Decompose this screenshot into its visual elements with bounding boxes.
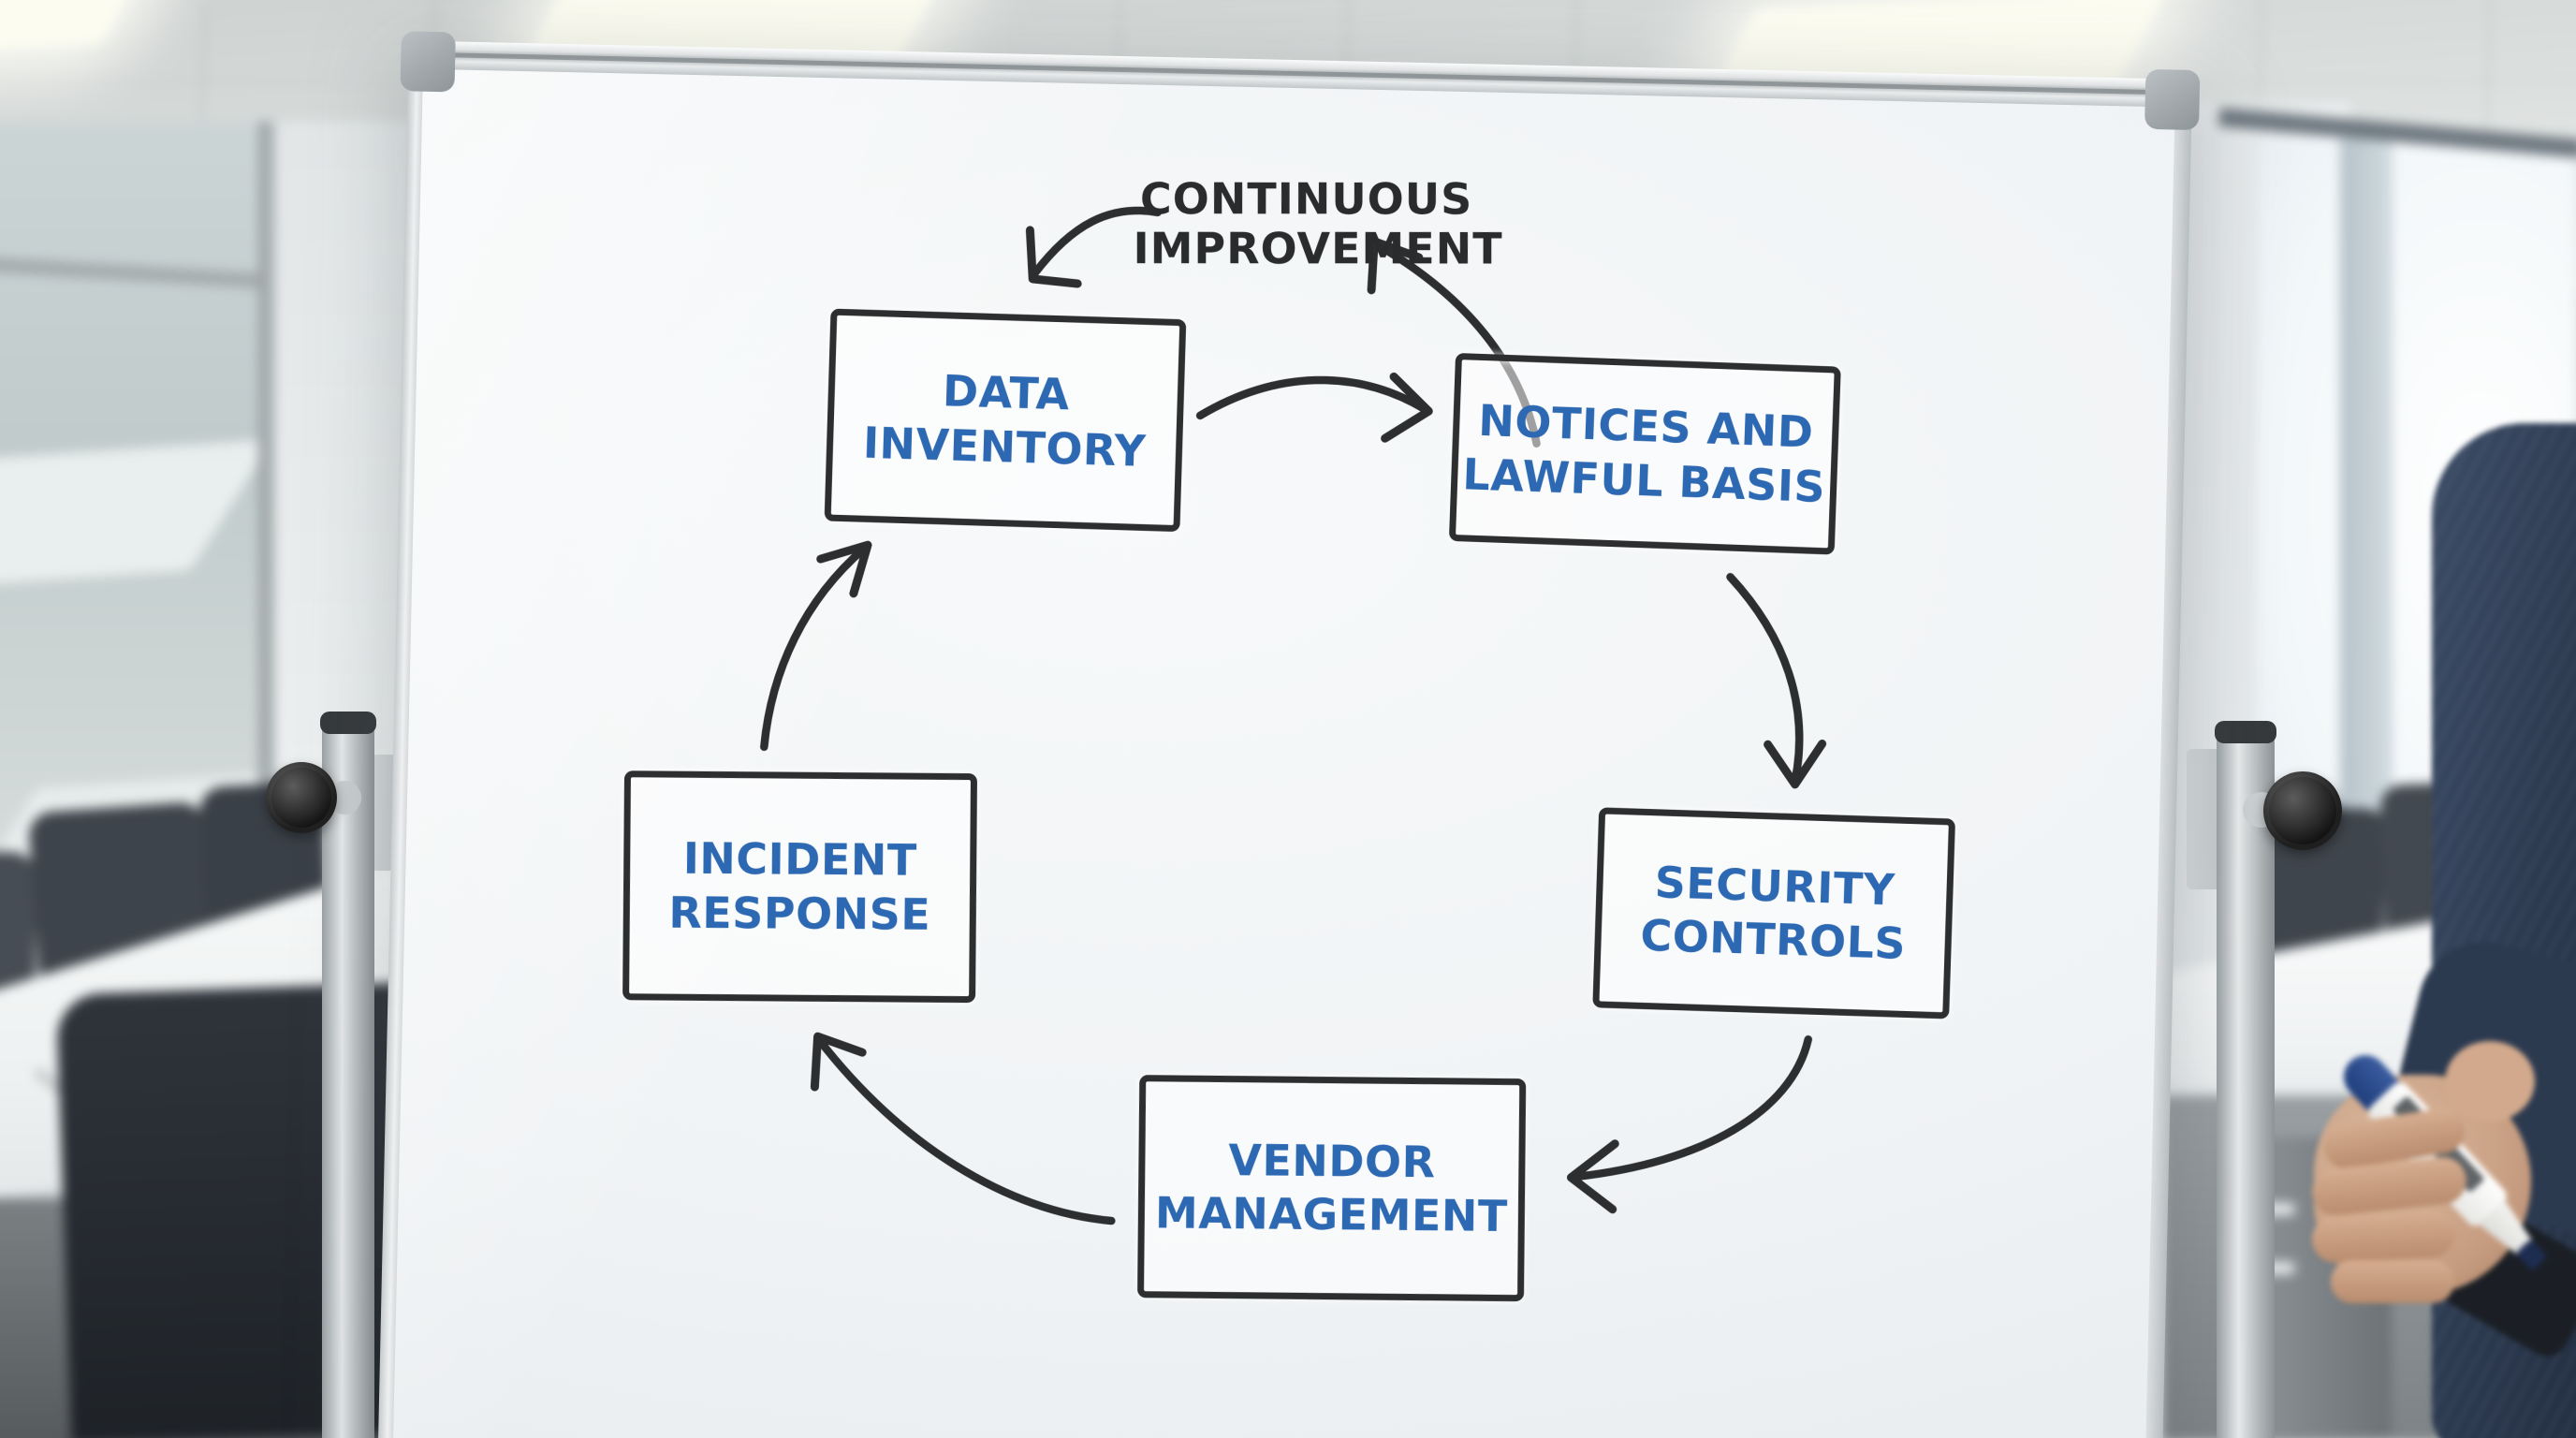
arrowhead	[1025, 226, 1082, 288]
node-notices-lawful-basis: NOTICES AND LAWFUL BASIS	[1448, 352, 1841, 555]
tilt-knob-right	[2263, 771, 2342, 850]
compliance-cycle-diagram: CONTINUOUS IMPROVEMENT DATA INVENTORY NO…	[392, 69, 2174, 1438]
node-label-line: RESPONSE	[668, 887, 931, 940]
board-corner-cap	[2144, 68, 2201, 131]
node-vendor-management: VENDOR MANAGEMENT	[1137, 1075, 1527, 1302]
label-line: CONTINUOUS	[1139, 173, 1473, 225]
node-label-line: DATA	[942, 365, 1071, 420]
arrowhead	[1764, 739, 1827, 789]
whiteboard-surface: CONTINUOUS IMPROVEMENT DATA INVENTORY NO…	[392, 68, 2175, 1438]
arrowhead	[810, 1032, 867, 1092]
whiteboard: CONTINUOUS IMPROVEMENT DATA INVENTORY NO…	[377, 31, 2201, 1438]
arrow-incident-to-data	[760, 544, 869, 752]
board-corner-cap	[400, 31, 456, 93]
arrowhead	[1367, 237, 1424, 295]
node-data-inventory: DATA INVENTORY	[824, 308, 1187, 533]
label-line: IMPROVEMENT	[1133, 223, 1503, 274]
node-label-line: VENDOR	[1228, 1135, 1436, 1188]
node-label-line: INCIDENT	[682, 833, 917, 887]
person-thumb	[2445, 1041, 2535, 1122]
node-label-line: INVENTORY	[862, 417, 1148, 477]
arrow-security-to-vendor	[1573, 1034, 1812, 1181]
arrowhead	[1566, 1139, 1619, 1214]
arrow-improvement-to-data	[1031, 206, 1163, 278]
stand-post-cap	[2215, 721, 2276, 743]
node-label-line: SECURITY	[1653, 857, 1896, 916]
node-security-controls: SECURITY CONTROLS	[1592, 807, 1956, 1020]
tilt-knob-left	[266, 762, 337, 833]
arrowhead	[1381, 372, 1433, 443]
stand-post-right	[2217, 732, 2275, 1438]
node-label-line: CONTROLS	[1639, 909, 1907, 969]
person-finger	[2331, 1260, 2454, 1303]
arrowhead	[816, 540, 872, 598]
arrow-data-to-notices	[1195, 375, 1429, 420]
arrow-vendor-to-incident	[815, 1035, 1116, 1225]
stand-post-cap	[320, 712, 376, 734]
node-label-line: MANAGEMENT	[1154, 1187, 1508, 1241]
continuous-improvement-label: CONTINUOUS IMPROVEMENT	[1133, 173, 1503, 274]
node-incident-response: INCIDENT RESPONSE	[622, 770, 978, 1004]
person-finger	[2310, 1210, 2456, 1264]
stand-post-left	[322, 723, 374, 1438]
arrow-notices-to-security	[1726, 573, 1804, 785]
